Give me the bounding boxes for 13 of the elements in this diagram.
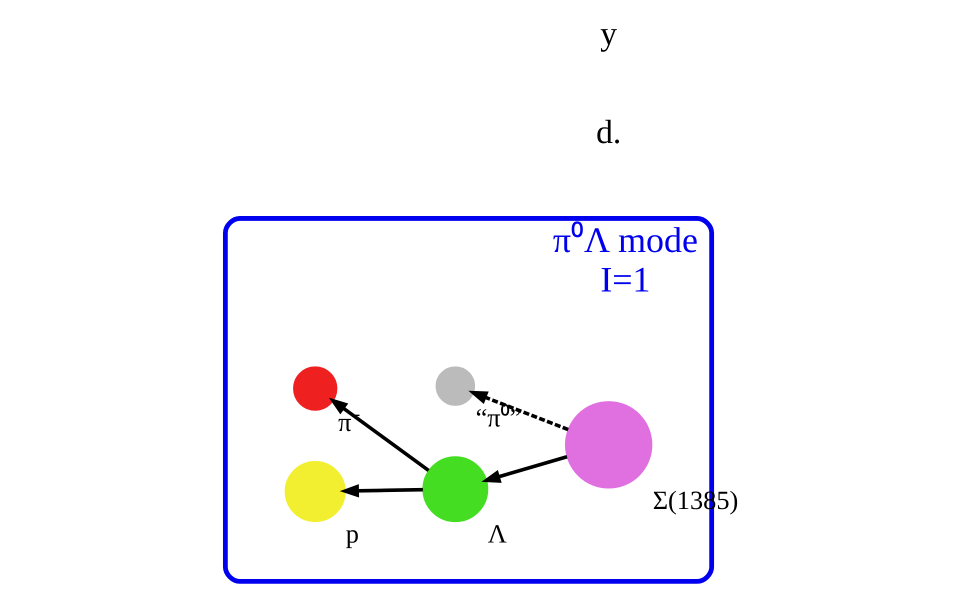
node-label: Λ [488,520,507,549]
node-circle [436,366,476,406]
label: d. [596,114,622,151]
node-circle [293,366,338,411]
arrow [340,484,423,498]
label: y [600,16,618,53]
node-circle [422,456,488,522]
arrow [481,454,568,483]
node-circle [564,401,652,489]
node-label: p [346,520,359,549]
node-circle [284,461,346,522]
arrow [328,398,430,472]
arrow [468,390,569,432]
